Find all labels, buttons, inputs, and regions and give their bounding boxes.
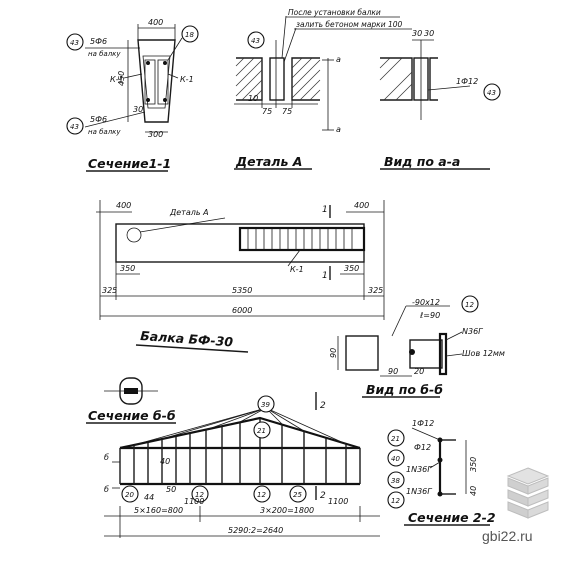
dim-bottom-300: 300 (148, 130, 163, 139)
detail-a-note2: залить бетоном марки 100 (296, 20, 403, 29)
view-bb-part: N36Г (462, 327, 483, 336)
beam-dim-5350: 5350 (232, 286, 252, 295)
beam-dim-350-left: 350 (120, 264, 135, 273)
sec22-pos-21: 21 (391, 435, 400, 443)
beam-bf-30: Деталь А К-1 1 1 400 400 350 350 (96, 200, 385, 353)
beam-frame: К-1 (290, 265, 304, 274)
frame-dim-right-group: 3×200=1800 (260, 506, 314, 515)
bar-bottom-label: 5Ф6 (90, 115, 107, 124)
frame-dim-50: 50 (166, 485, 176, 494)
detail-a-title: Деталь А (235, 154, 302, 169)
bar-bottom-note: на балку (88, 128, 121, 136)
pos-43-top: 43 (70, 39, 79, 47)
frame-pos-39: 39 (261, 401, 270, 409)
detail-a-note1: После установки балки (288, 8, 381, 17)
section-b-b-title: Сечение б-б (88, 408, 176, 423)
sec22-dim-40: 40 (469, 486, 478, 496)
frame-pos-25: 25 (293, 491, 302, 499)
detail-a-dim-10: 10 (248, 94, 258, 103)
dim-top-400: 400 (148, 18, 163, 27)
beam-dim-325-right: 325 (368, 286, 383, 295)
view-aa-bar: 1Ф12 (456, 77, 478, 86)
gbi-logo-icon (506, 467, 550, 519)
beam-dim-6000: 6000 (232, 306, 252, 315)
frame-dim-1100a: 1100 (184, 497, 204, 506)
watermark-link[interactable]: gbi22.ru (482, 528, 533, 544)
view-bb-plate-len: ℓ=90 (419, 311, 440, 320)
section-1-1: 400 300 450 30 5Ф6 на балку 5Ф6 на балку… (66, 18, 199, 172)
frame-pos-20: 20 (125, 491, 134, 499)
mark-a-bottom: а (336, 125, 341, 134)
frame-pos-12b: 12 (257, 491, 266, 499)
beam-dim-350-right: 350 (344, 264, 359, 273)
beam-sec-mark-1: 1 (322, 205, 328, 215)
view-aa-dim-30b: 30 (424, 29, 434, 38)
beam-title: Балка БФ-30 (140, 328, 234, 349)
beam-detail-ref: Деталь А (169, 208, 209, 217)
detail-a: После установки балки залить бетоном мар… (234, 8, 412, 170)
frame-dim-44: 44 (144, 493, 154, 502)
view-b-b: -90х12 ℓ=90 12 N36Г Шов 12мм 90 90 20 Ви… (329, 295, 505, 398)
sec22-pos-38: 38 (391, 477, 400, 485)
section-2-2: 1Ф12 Ф12 1N36Г 1N36Г 21 40 38 12 350 40 … (387, 419, 496, 526)
frame-dim-total: 5290:2=2640 (228, 526, 283, 535)
dim-small-30: 30 (133, 105, 143, 114)
frame-mark-b2: б (104, 485, 109, 494)
sec22-part2: 1N36Г (406, 487, 432, 496)
frame-pos-21: 21 (257, 427, 266, 435)
frame-mark-b: б (104, 453, 109, 462)
sec22-bar-top: 1Ф12 (412, 419, 434, 428)
mark-a-top: а (336, 55, 341, 64)
frame-k1: 39 21 2 2 б б 40 20 12 12 25 44 50 1100 … (104, 392, 380, 538)
beam-sec-mark-2: 1 (322, 271, 328, 281)
pos-18: 18 (185, 31, 194, 39)
dim-height-450: 450 (117, 71, 126, 86)
view-a-a: 30 30 1Ф12 43 Вид по а-а (379, 29, 501, 170)
sec22-bar-mid: Ф12 (414, 443, 431, 452)
beam-dim-325-left: 325 (102, 286, 117, 295)
view-bb-dim-h1: 90 (388, 367, 398, 376)
beam-dim-400-left: 400 (116, 201, 131, 210)
frame-sec-mark-2-bottom: 2 (320, 491, 326, 501)
frame-dim-40: 40 (160, 457, 170, 466)
frame-dim-left-group: 5×160=800 (134, 506, 183, 515)
view-b-b-title: Вид по б-б (366, 382, 443, 397)
frame-sec-mark-2: 2 (320, 401, 326, 411)
beam-dim-400-right: 400 (354, 201, 369, 210)
view-aa-pos-43: 43 (487, 89, 496, 97)
pos-43-bottom: 43 (70, 123, 79, 131)
view-bb-plate: -90х12 (412, 298, 440, 307)
detail-a-dim-75b: 75 (282, 107, 292, 116)
view-bb-dim-v: 90 (329, 348, 338, 358)
section-1-1-title: Сечение1-1 (88, 156, 171, 171)
bar-top-note: на балку (88, 50, 121, 58)
view-bb-weld: Шов 12мм (462, 349, 505, 358)
sec22-pos-12: 12 (391, 497, 400, 505)
frame-dim-1100b: 1100 (328, 497, 348, 506)
frame-right: К-1 (180, 75, 194, 84)
detail-a-pos-43: 43 (251, 37, 260, 45)
view-bb-dim-h2: 20 (414, 367, 424, 376)
sec22-part: 1N36Г (406, 465, 432, 474)
section-b-b: Сечение б-б (86, 377, 176, 424)
sec22-dim-350: 350 (469, 457, 478, 472)
detail-a-dim-75a: 75 (262, 107, 272, 116)
bar-top-label: 5Ф6 (90, 37, 107, 46)
section-2-2-title: Сечение 2-2 (408, 510, 496, 525)
view-aa-dim-30a: 30 (412, 29, 422, 38)
view-bb-pos-12: 12 (465, 301, 474, 309)
frame-left: К-1 (110, 75, 124, 84)
sec22-pos-40: 40 (391, 455, 400, 463)
view-a-a-title: Вид по а-а (384, 154, 460, 169)
frame-pos-12a: 12 (195, 491, 204, 499)
